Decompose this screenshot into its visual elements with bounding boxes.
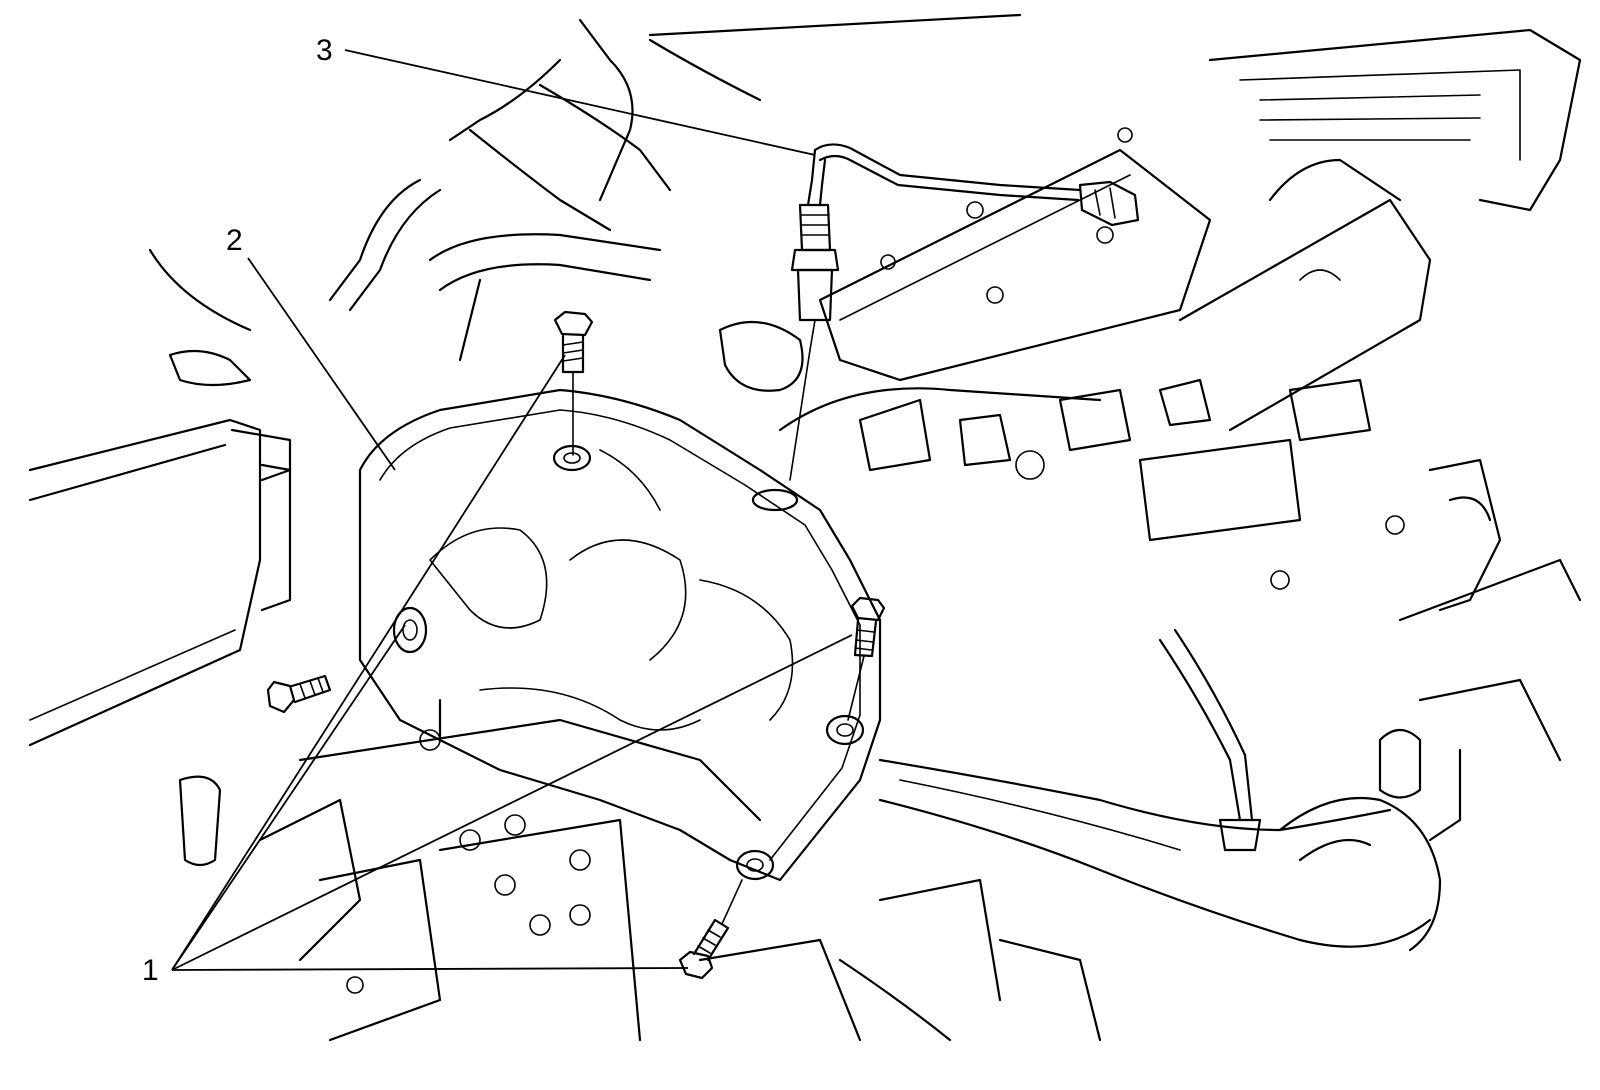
leader-1-top-bolt [171, 354, 566, 971]
heat-shield-bolt-left [266, 674, 332, 714]
heat-shield-bolt-top [553, 310, 594, 456]
bolt-holes [392, 444, 865, 881]
oxygen-sensor [751, 143, 1140, 512]
leader-1-left-hole [171, 624, 406, 971]
callout-leaders [171, 49, 853, 971]
leader-1-bottom-bolt [171, 967, 689, 971]
exhaust-manifold-heat-shield [358, 388, 882, 882]
callout-labels: 1 2 3 [138, 28, 342, 987]
callout-2: 2 [226, 224, 243, 257]
callout-1: 1 [142, 954, 159, 987]
leader-2-heat-shield [247, 257, 396, 471]
callout-3: 3 [316, 34, 333, 67]
leader-1-right-bolt [171, 634, 853, 971]
engine-bay-background [28, 13, 1582, 1042]
heat-shield-bolt-bottom [678, 879, 743, 980]
heat-shield-bolt-right [847, 596, 886, 721]
leader-3-oxygen-sensor [344, 49, 816, 156]
